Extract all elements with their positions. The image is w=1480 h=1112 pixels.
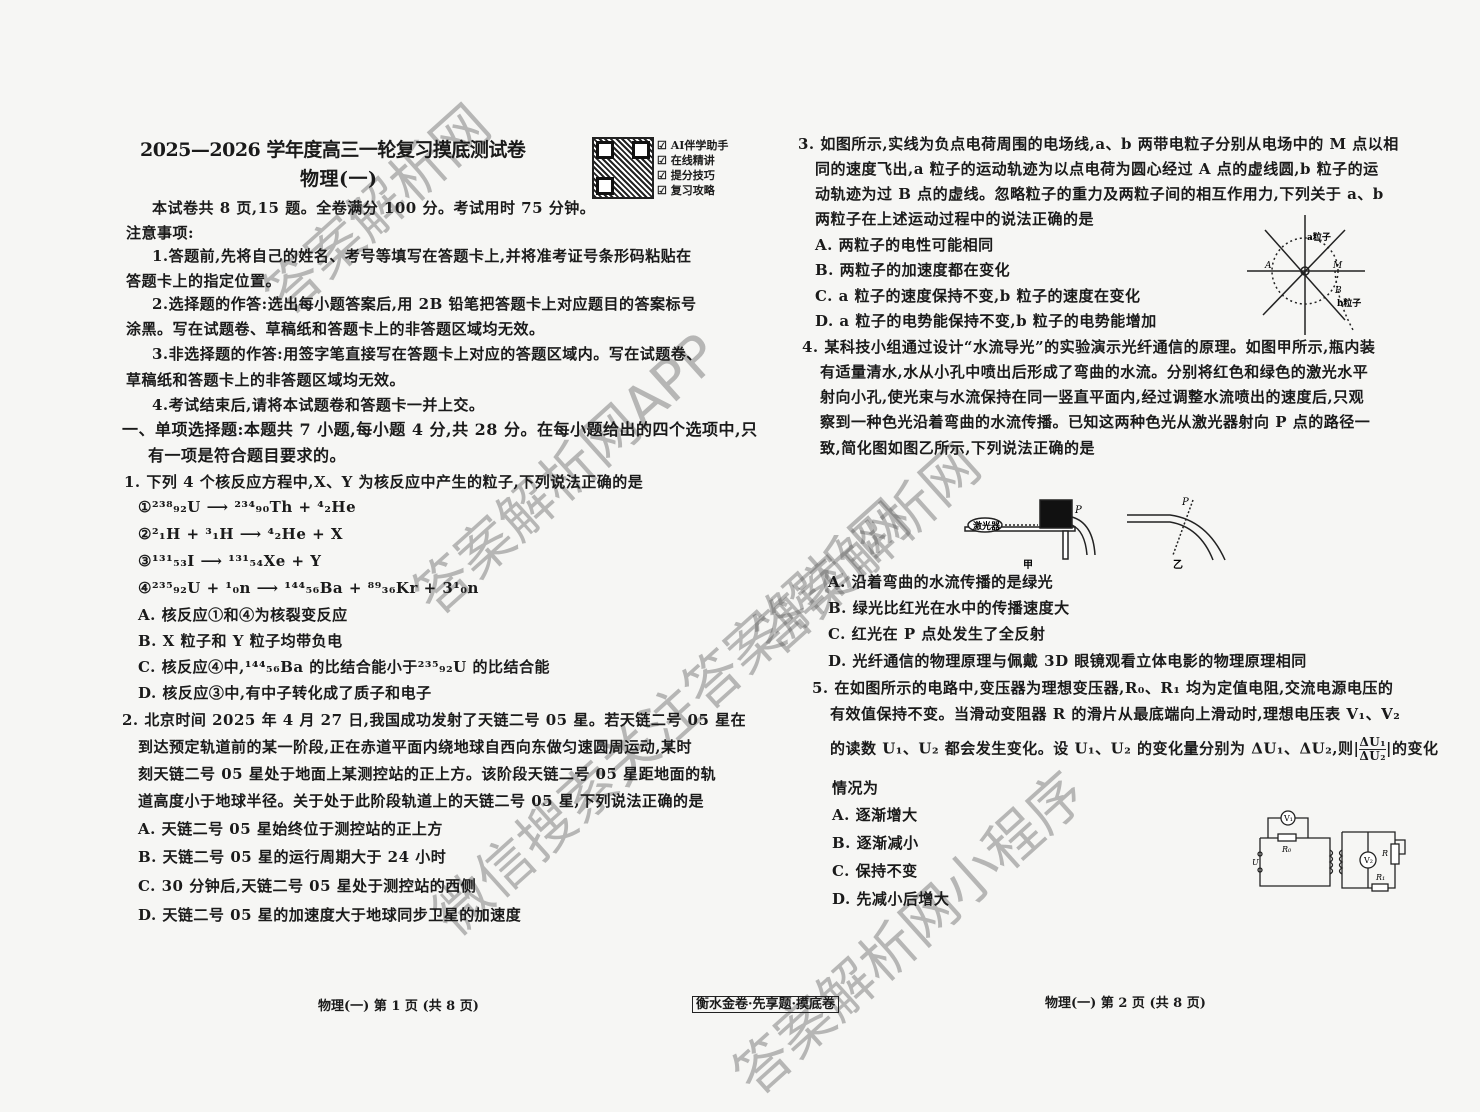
footer-page-right: 物理(一) 第 2 页 (共 8 页) xyxy=(1045,996,1206,1011)
q1-option-c: C. 核反应④中,¹⁴⁴₅₆Ba 的比结合能小于²³⁵₉₂U 的比结合能 xyxy=(138,658,550,676)
qr-feature: ☑ AI伴学助手 xyxy=(657,139,729,152)
notice-line: 2.选择题的作答:选出每小题答案后,用 2B 铅笔把答题卡上对应题目的答案标号 xyxy=(152,295,697,313)
notice-line: 1.答题前,先将自己的姓名、考号等填写在答题卡上,并将准考证号条形码粘贴在 xyxy=(152,247,692,265)
exam-intro: 本试卷共 8 页,15 题。全卷满分 100 分。考试用时 75 分钟。 xyxy=(152,199,596,217)
notice-line: 4.考试结束后,请将本试题卷和答题卡一并上交。 xyxy=(152,396,485,414)
q2-stem: 刻天链二号 05 星处于地面上某测控站的正上方。该阶段天链二号 05 星距地面的… xyxy=(138,765,717,783)
q4-stem: 察到一种色光沿着弯曲的水流传播。已知这两种色光从激光器射向 P 点的路径一 xyxy=(820,413,1371,431)
laser-label: 激光器 xyxy=(973,520,1001,532)
b-particle-label: b粒子 xyxy=(1337,297,1361,309)
q3-option-d: D. a 粒子的电势能保持不变,b 粒子的电势能增加 xyxy=(815,312,1157,330)
q2-stem: 2. 北京时间 2025 年 4 月 27 日,我国成功发射了天链二号 05 星… xyxy=(122,711,747,729)
notice-line: 涂黑。写在试题卷、草稿纸和答题卡上的非答题区域均无效。 xyxy=(126,320,545,338)
section-heading: 有一项是符合题目要求的。 xyxy=(148,446,347,465)
qr-code xyxy=(592,137,654,199)
q3-option-b: B. 两粒子的加速度都在变化 xyxy=(815,261,1011,279)
q1-equation: ③¹³¹₅₃I ⟶ ¹³¹₅₄Xe + Y xyxy=(138,552,322,570)
a-particle-label: a粒子 xyxy=(1307,231,1331,243)
r0-label: R₀ xyxy=(1281,845,1292,854)
q1-option-a: A. 核反应①和④为核裂变反应 xyxy=(138,606,348,624)
q4-option-a: A. 沿着弯曲的水流传播的是绿光 xyxy=(828,573,1054,591)
q5-option-b: B. 逐渐减小 xyxy=(832,834,919,852)
q4-stem: 射向小孔,使光束与水流保持在同一竖直平面内,经过调整水流喷出的速度后,只观 xyxy=(820,388,1365,406)
q3-stem: 同的速度飞出,a 粒子的运动轨迹为以点电荷为圆心经过 A 点的虚线圆,b 粒子的… xyxy=(815,160,1379,178)
q4-option-b: B. 绿光比红光在水中的传播速度大 xyxy=(828,599,1070,617)
figure-yi-label: 乙 xyxy=(1173,559,1183,571)
transformer-circuit-figure: V₁ V₂ R₀ R₁ R U xyxy=(1252,810,1406,892)
q4-stem: 有适量清水,水从小孔中喷出后形成了弯曲的水流。分别将红色和绿色的激光水平 xyxy=(820,363,1369,381)
qr-feature: ☑ 在线精讲 xyxy=(657,154,715,167)
q4-option-d: D. 光纤通信的物理原理与佩戴 3D 眼镜观看立体电影的物理原理相同 xyxy=(828,652,1307,670)
figure-jia-label: 甲 xyxy=(1023,559,1033,571)
q4-stem: 4. 某科技小组通过设计“水流导光”的实验演示光纤通信的原理。如图甲所示,瓶内装 xyxy=(802,338,1376,356)
v1-label: V₁ xyxy=(1283,814,1293,823)
q4-option-c: C. 红光在 P 点处发生了全反射 xyxy=(828,625,1046,643)
q3-option-a: A. 两粒子的电性可能相同 xyxy=(815,236,994,254)
q2-option-d: D. 天链二号 05 星的加速度大于地球同步卫星的加速度 xyxy=(138,906,522,924)
q4-stem: 致,简化图如图乙所示,下列说法正确的是 xyxy=(820,439,1095,457)
q1-option-b: B. X 粒子和 Y 粒子均带负电 xyxy=(138,632,343,650)
footer-brand: 衡水金卷·先享题·摸底卷 xyxy=(692,993,840,1013)
water-light-figure: 激光器 P P 甲 乙 xyxy=(964,497,1226,571)
q2-option-b: B. 天链二号 05 星的运行周期大于 24 小时 xyxy=(138,848,447,866)
notice-line: 草稿纸和答题卡上的非答题区域均无效。 xyxy=(126,371,406,389)
exam-title: 2025—2026 学年度高三一轮复习摸底测试卷 xyxy=(140,139,526,161)
q5-stem: 情况为 xyxy=(832,779,879,797)
notice-line: 3.非选择题的作答:用签字笔直接写在答题卡上对应的答题区域内。写在试题卷、 xyxy=(152,345,702,363)
notice-line: 答题卡上的指定位置。 xyxy=(126,272,282,290)
point-b-label: B xyxy=(1334,286,1342,296)
notice-heading: 注意事项: xyxy=(126,224,195,242)
q2-option-c: C. 30 分钟后,天链二号 05 星处于测控站的西侧 xyxy=(138,877,477,895)
q1-equation: ①²³⁸₉₂U ⟶ ²³⁴₉₀Th + ⁴₂He xyxy=(138,498,357,516)
q3-stem: 两粒子在上述运动过程中的说法正确的是 xyxy=(815,210,1095,228)
q5-stem: 的读数 U₁、U₂ 都会发生变化。设 U₁、U₂ 的变化量分别为 ΔU₁、ΔU₂… xyxy=(830,735,1439,763)
q5-stem: 5. 在如图所示的电路中,变压器为理想变压器,R₀、R₁ 均为定值电阻,交流电源… xyxy=(812,679,1394,697)
point-p-label: P xyxy=(1181,497,1189,508)
section-heading: 一、单项选择题:本题共 7 小题,每小题 4 分,共 28 分。在每小题给出的四… xyxy=(122,420,758,439)
q2-stem: 道高度小于地球半径。关于处于此阶段轨道上的天链二号 05 星,下列说法正确的是 xyxy=(138,792,705,810)
point-m-label: M xyxy=(1332,261,1343,271)
q5-option-a: A. 逐渐增大 xyxy=(832,806,918,824)
electric-field-figure: a粒子 b粒子 A M B xyxy=(1247,215,1365,335)
r1-label: R₁ xyxy=(1375,873,1385,882)
q1-equation: ④²³⁵₉₂U + ¹₀n ⟶ ¹⁴⁴₅₆Ba + ⁸⁹₃₆Kr + 3¹₀n xyxy=(138,579,479,597)
q3-stem: 3. 如图所示,实线为负点电荷周围的电场线,a、b 两带电粒子分别从电场中的 M… xyxy=(798,135,1399,153)
q2-stem: 到达预定轨道前的某一阶段,正在赤道平面内绕地球自西向东做匀速圆周运动,某时 xyxy=(138,738,692,756)
q5-option-d: D. 先减小后增大 xyxy=(832,890,950,908)
point-p-label: P xyxy=(1074,505,1082,516)
q3-option-c: C. a 粒子的速度保持不变,b 粒子的速度在变化 xyxy=(815,287,1141,305)
qr-feature: ☑ 提分技巧 xyxy=(657,169,715,182)
q1-option-d: D. 核反应③中,有中子转化成了质子和电子 xyxy=(138,684,432,702)
q3-stem: 动轨迹为过 B 点的虚线。忽略粒子的重力及两粒子间的相互作用力,下列关于 a、b xyxy=(815,185,1384,203)
subject-title: 物理(一) xyxy=(300,168,378,190)
qr-feature: ☑ 复习攻略 xyxy=(657,184,715,197)
v2-label: V₂ xyxy=(1363,856,1373,865)
q1-stem: 1. 下列 4 个核反应方程中,X、Y 为核反应中产生的粒子,下列说法正确的是 xyxy=(124,473,644,491)
footer-page-left: 物理(一) 第 1 页 (共 8 页) xyxy=(318,999,479,1014)
q1-equation: ②²₁H + ³₁H ⟶ ⁴₂He + X xyxy=(138,525,344,543)
point-a-label: A xyxy=(1264,261,1272,271)
q5-stem: 有效值保持不变。当滑动变阻器 R 的滑片从最底端向上滑动时,理想电压表 V₁、V… xyxy=(830,705,1401,723)
q5-option-c: C. 保持不变 xyxy=(832,862,918,880)
u-label: U xyxy=(1252,858,1259,867)
q2-option-a: A. 天链二号 05 星始终位于测控站的正上方 xyxy=(138,820,443,838)
r-label: R xyxy=(1381,849,1388,858)
